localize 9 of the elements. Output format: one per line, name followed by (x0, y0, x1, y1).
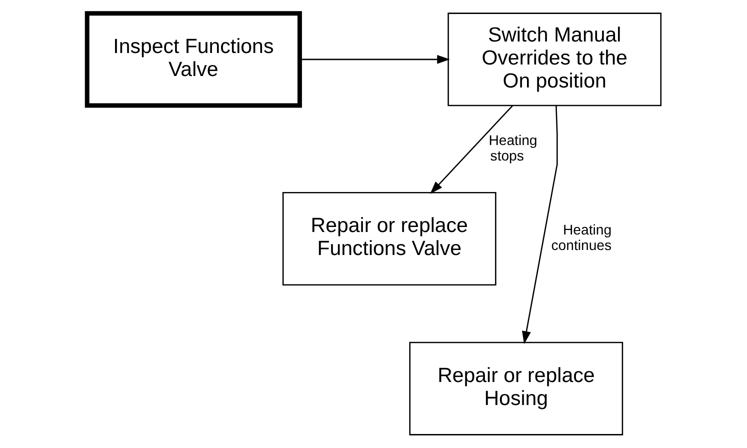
arrow (430, 105, 512, 194)
arrow (522, 106, 558, 344)
arrow (300, 54, 450, 64)
edge-label: Heating stops (488, 132, 537, 164)
node-box: Inspect Functions Valve (84, 11, 302, 108)
node-box: Repair or replace Hosing (408, 342, 623, 436)
node-box: Repair or replace Functions Valve (282, 192, 496, 286)
edge-label: Heating continues (550, 222, 612, 253)
node-box: Switch Manual Overrides to the On position (447, 12, 662, 106)
